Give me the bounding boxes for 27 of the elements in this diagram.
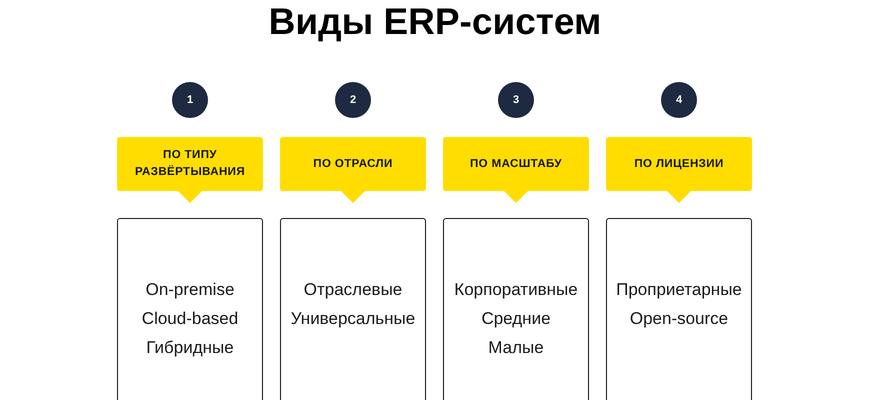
list-item: On-premise <box>146 279 234 301</box>
list-item: Отраслевые <box>304 279 402 301</box>
category-label: ПО ТИПУ РАЗВЁРТЫВАНИЯ <box>134 148 246 180</box>
step-number-circle: 1 <box>172 82 208 118</box>
callout-label-box <box>280 137 426 203</box>
list-item: Проприетарные <box>616 279 742 301</box>
list-box <box>117 218 263 400</box>
list-item: Open-source <box>630 308 728 330</box>
list-box <box>443 218 589 400</box>
list-item: Cloud-based <box>142 308 238 330</box>
callout-label-box <box>117 137 263 203</box>
category-label: ПО ЛИЦЕНЗИИ <box>634 156 724 172</box>
step-number-circle: 2 <box>335 82 371 118</box>
list-item: Средние <box>481 308 551 330</box>
step-number-circle: 3 <box>498 82 534 118</box>
list-item: Корпоративные <box>454 279 578 301</box>
list-item: Гибридные <box>146 337 234 359</box>
category-label: ПО ОТРАСЛИ <box>313 156 393 172</box>
list-box <box>606 218 752 400</box>
category-label: ПО МАСШТАБУ <box>470 156 562 172</box>
list-item: Малые <box>488 337 544 359</box>
list-box <box>280 218 426 400</box>
callout-label-box <box>606 137 752 203</box>
callout-label-box <box>443 137 589 203</box>
step-number-circle: 4 <box>661 82 697 118</box>
title: Виды ERP-систем <box>268 0 602 44</box>
list-item: Универсальные <box>290 308 416 330</box>
